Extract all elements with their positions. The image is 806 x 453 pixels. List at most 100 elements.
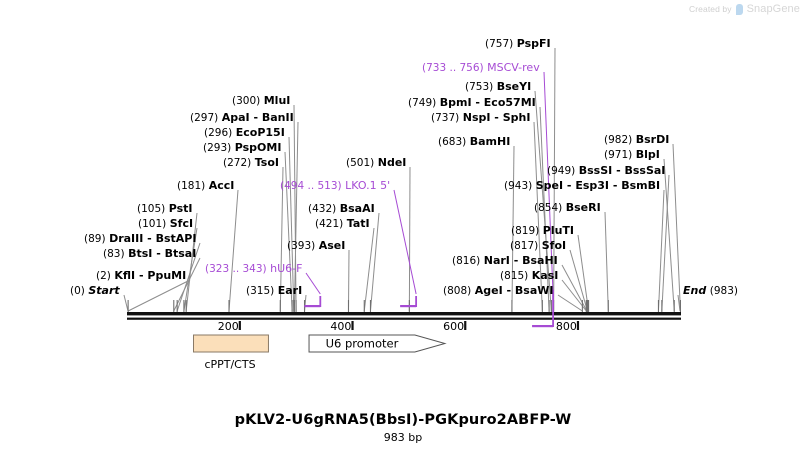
enzyme-position: (83)	[103, 248, 125, 260]
enzyme-position: (421)	[315, 218, 344, 230]
enzyme-name: SfcI	[169, 217, 194, 230]
enzyme-label-tsoi[interactable]: (272) TsoI	[223, 156, 279, 170]
primer-label-lko-1-5-[interactable]: (494 .. 513) LKO.1 5'	[280, 180, 390, 193]
enzyme-label-mlui[interactable]: (300) MluI	[232, 94, 291, 108]
start-marker: (0) Start	[70, 284, 120, 298]
primer-label-hu6-f[interactable]: (323 .. 343) hU6-F	[205, 262, 303, 276]
enzyme-label-acci[interactable]: (181) AccI	[177, 179, 235, 193]
enzyme-name: PluTI	[542, 224, 574, 237]
enzyme-name: SpeI	[535, 179, 564, 192]
terminal-position: (0)	[70, 285, 85, 297]
name-separator: -	[612, 164, 625, 177]
enzyme-name: KasI	[531, 269, 559, 282]
enzyme-position: (181)	[177, 180, 206, 192]
enzyme-label-pluti[interactable]: (819) PluTI	[511, 224, 574, 238]
enzyme-name: EcoP15I	[235, 126, 285, 139]
primer-name: hU6-F	[270, 262, 303, 275]
feature-label-cppt-cts: cPPT/CTS	[204, 358, 256, 371]
enzyme-position: (105)	[137, 203, 166, 215]
enzyme-name: BtsaI	[164, 247, 197, 260]
terminal-position: (983)	[709, 285, 738, 297]
enzyme-label-bseyi[interactable]: (753) BseYI	[465, 80, 532, 94]
primer-range: (323 .. 343)	[205, 263, 267, 275]
enzyme-position: (753)	[465, 81, 494, 93]
enzyme-label-apai-banii[interactable]: (297) ApaI - BanII	[190, 112, 294, 125]
enzyme-label-kasi[interactable]: (815) KasI	[500, 269, 559, 283]
enzyme-label-btsi-btsai[interactable]: (83) BtsI - BtsaI	[103, 247, 197, 261]
enzyme-label-bamhi[interactable]: (683) BamHI	[438, 136, 510, 149]
enzyme-position: (971)	[604, 149, 633, 161]
enzyme-position: (393)	[287, 240, 316, 252]
enzyme-label-pspfi[interactable]: (757) PspFI	[485, 38, 551, 51]
snapgene-logo-icon	[735, 3, 743, 15]
terminal-label: End	[683, 284, 707, 297]
enzyme-label-bpmi-eco57mi[interactable]: (749) BpmI - Eco57MI	[408, 96, 536, 110]
enzyme-name: PpuMI	[147, 269, 187, 282]
page-title: pKLV2-U6gRNA5(BbsI)-PGKpuro2ABFP-W	[234, 412, 572, 428]
enzyme-label-nspi-sphi[interactable]: (737) NspI - SphI	[431, 111, 531, 125]
enzyme-position: (297)	[190, 112, 219, 124]
enzyme-label-kfli-ppumi[interactable]: (2) KflI - PpuMI	[96, 269, 187, 283]
enzyme-label-psti[interactable]: (105) PstI	[137, 202, 193, 216]
enzyme-name: BseYI	[496, 80, 532, 93]
enzyme-position: (2)	[96, 270, 111, 282]
ruler-tick-label-600: 600	[443, 320, 465, 333]
enzyme-label-pspomi[interactable]: (293) PspOMI	[203, 142, 281, 155]
enzyme-name: BsaWI	[514, 284, 554, 297]
enzyme-label-bseri[interactable]: (854) BseRI	[534, 201, 601, 215]
name-separator: -	[152, 247, 165, 260]
enzyme-position: (817)	[510, 240, 539, 252]
enzyme-position: (816)	[452, 255, 481, 267]
name-separator: -	[509, 254, 523, 267]
enzyme-name: MluI	[263, 94, 291, 107]
name-separator: -	[471, 96, 484, 109]
enzyme-label-bsaai[interactable]: (432) BsaAI	[308, 202, 375, 216]
enzyme-position: (293)	[203, 142, 232, 154]
enzyme-label-ecop15i[interactable]: (296) EcoP15I	[204, 126, 285, 140]
enzyme-position: (819)	[511, 225, 540, 237]
enzyme-position: (432)	[308, 203, 337, 215]
enzyme-name: BseRI	[565, 201, 601, 214]
enzyme-name: BsmBI	[621, 179, 661, 192]
enzyme-label-nari-bsahi[interactable]: (816) NarI - BsaHI	[452, 254, 558, 268]
enzyme-label-bsrdi[interactable]: (982) BsrDI	[604, 133, 670, 147]
enzyme-name: SfoI	[541, 239, 567, 252]
ruler-ticks	[238, 321, 580, 330]
enzyme-name: Eco57MI	[483, 96, 536, 109]
enzyme-name: BssSaI	[624, 164, 666, 177]
enzyme-name: AccI	[208, 179, 235, 192]
enzyme-label-blpi[interactable]: (971) BlpI	[604, 149, 660, 162]
primer-range: (494 .. 513)	[280, 180, 342, 192]
name-separator: -	[490, 111, 503, 124]
enzyme-name: KflI	[114, 269, 136, 282]
enzyme-label-sfci[interactable]: (101) SfcI	[138, 217, 194, 231]
enzyme-name: BpmI	[439, 96, 472, 109]
enzyme-label-agei-bsawi[interactable]: (808) AgeI - BsaWI	[443, 284, 554, 298]
enzyme-position: (737)	[431, 112, 460, 124]
enzyme-label-tati[interactable]: (421) TatI	[315, 217, 370, 231]
name-separator: -	[502, 284, 515, 297]
enzyme-name: SphI	[502, 111, 531, 124]
primer-label-mscv-rev[interactable]: (733 .. 756) MSCV-rev	[422, 62, 540, 75]
enzyme-label-asei[interactable]: (393) AseI	[287, 240, 345, 253]
enzyme-name: BsrDI	[635, 133, 670, 146]
primer-marks	[304, 290, 554, 328]
enzyme-label-ndei[interactable]: (501) NdeI	[346, 157, 406, 170]
terminal-label: Start	[88, 284, 120, 297]
enzyme-label-spei-esp3i-bsmbi[interactable]: (943) SpeI - Esp3I - BsmBI	[504, 179, 661, 193]
enzyme-name: BssSI	[578, 164, 613, 177]
enzyme-name: PstI	[168, 202, 193, 215]
enzyme-position: (296)	[204, 127, 233, 139]
enzyme-label-bsssi-bsssai[interactable]: (949) BssSI - BssSaI	[547, 164, 666, 178]
enzyme-position: (982)	[604, 134, 633, 146]
sequence-length-label: 983 bp	[383, 431, 423, 444]
enzyme-name: TsoI	[254, 156, 279, 169]
enzyme-label-draiii-bstapi[interactable]: (89) DraIII - BstAPI	[84, 233, 196, 246]
watermark-brand: SnapGene	[746, 3, 800, 15]
enzyme-name: BtsI	[128, 247, 153, 260]
enzyme-label-eari[interactable]: (315) EarI	[246, 285, 302, 298]
enzyme-name: TatI	[346, 217, 370, 230]
enzyme-label-sfoi[interactable]: (817) SfoI	[510, 239, 567, 253]
enzyme-name: BsaAI	[339, 202, 375, 215]
ruler-tick-label-400: 400	[330, 320, 352, 333]
